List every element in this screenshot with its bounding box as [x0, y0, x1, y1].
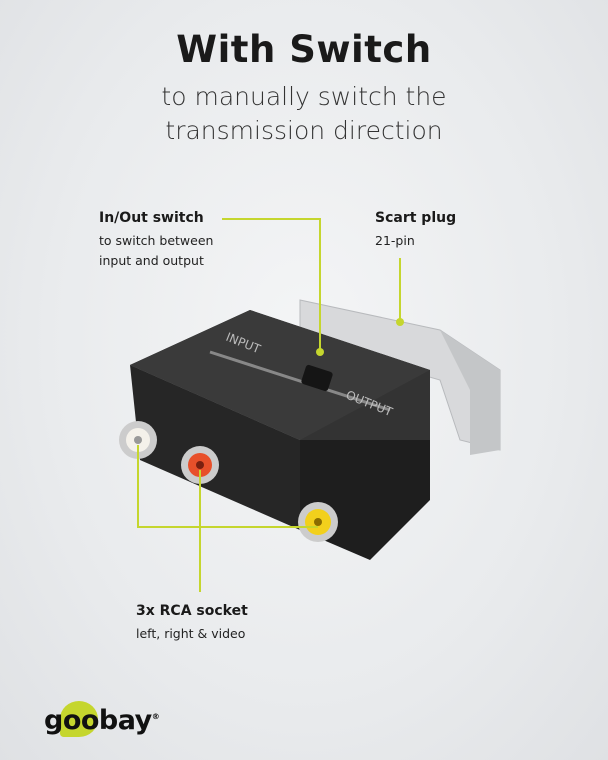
- adapter-side: [300, 440, 430, 560]
- rca-socket-white: [119, 421, 157, 459]
- goobay-logo: goobay®: [44, 701, 160, 737]
- rca-callout-label: 3x RCA socket: [136, 603, 248, 619]
- switch-callout-desc-1: to switch between: [99, 233, 214, 248]
- subtitle-line-2: transmission direction: [165, 116, 443, 145]
- callout-lines: [137, 218, 401, 592]
- callout-dots: [316, 318, 404, 356]
- adapter-front: [130, 365, 300, 530]
- switch-slot: [209, 350, 391, 412]
- rca-socket-yellow: [298, 502, 338, 542]
- switch-slider[interactable]: [301, 364, 334, 392]
- logo-text: goobay: [44, 705, 152, 736]
- page-title: With Switch: [176, 28, 432, 71]
- switch-callout-label: In/Out switch: [99, 210, 204, 226]
- rca-socket-red: [181, 446, 219, 484]
- subtitle-line-1: to manually switch the: [161, 82, 447, 111]
- scart-callout-desc: 21-pin: [375, 233, 415, 248]
- registered-mark: ®: [151, 712, 160, 721]
- rca-callout-desc: left, right & video: [136, 626, 246, 641]
- scart-callout-label: Scart plug: [375, 210, 457, 226]
- scart-plug-side: [440, 330, 500, 455]
- switch-callout-desc-2: input and output: [99, 253, 204, 268]
